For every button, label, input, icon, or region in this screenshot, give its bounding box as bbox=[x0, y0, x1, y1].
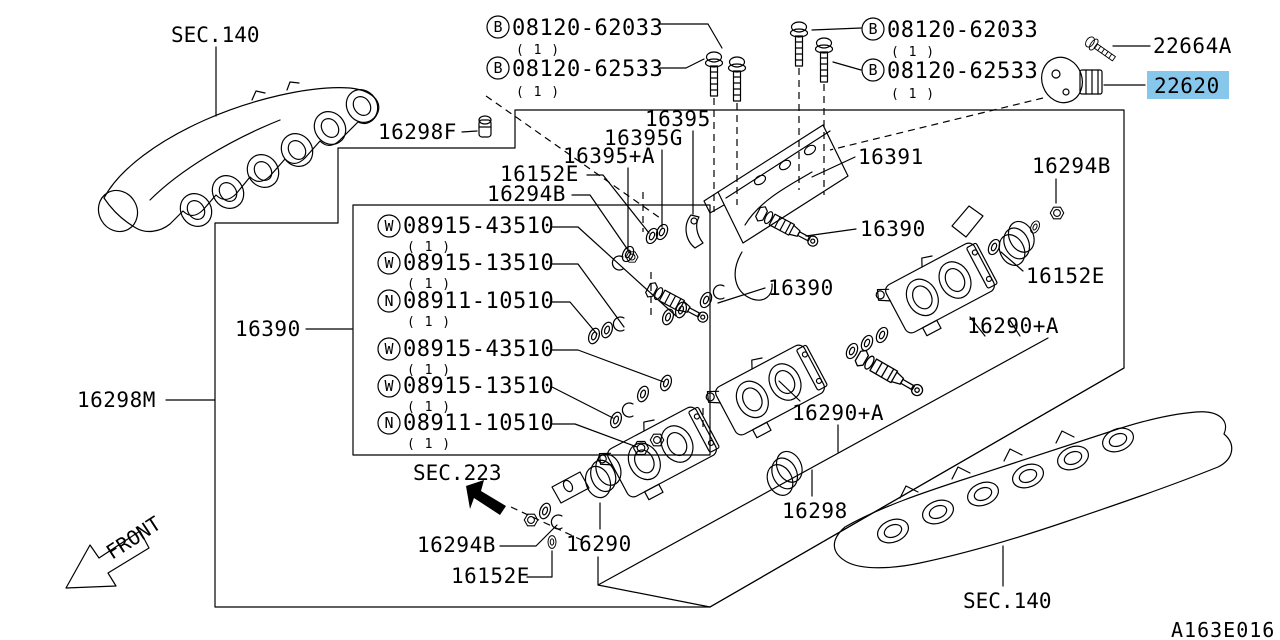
prefix-letter: W bbox=[384, 217, 394, 235]
tps-screw-drawing bbox=[1082, 34, 1119, 65]
prefix-letter: N bbox=[384, 414, 393, 432]
qty-label: ( 1 ) bbox=[516, 43, 560, 58]
part-label-16152E-top[interactable]: 16152E bbox=[500, 162, 579, 186]
section-ref-bottom-right[interactable]: SEC.140 bbox=[963, 589, 1052, 613]
part-label-bolt-right-1[interactable]: 08120-62033 bbox=[887, 18, 1038, 43]
part-label-16290A-mid[interactable]: 16290+A bbox=[792, 401, 884, 425]
qty-label: ( 1 ) bbox=[407, 400, 451, 415]
plug-16298F-drawing bbox=[478, 115, 492, 138]
b-prefix-circle bbox=[486, 15, 510, 39]
prefix-letter: B bbox=[868, 61, 877, 79]
prefix-letter: B bbox=[493, 18, 502, 36]
drawing-code: A163E016 bbox=[1171, 618, 1275, 640]
part-label-16290[interactable]: 16290 bbox=[566, 532, 632, 556]
part-label-16152E-bottom[interactable]: 16152E bbox=[451, 564, 530, 588]
front-arrow-icon bbox=[65, 530, 150, 589]
b-prefix-circle bbox=[861, 17, 885, 41]
mounting-bolt-drawings bbox=[704, 21, 834, 102]
lower-manifold-drawing bbox=[833, 411, 1233, 569]
part-label-16294B-bottom[interactable]: 16294B bbox=[417, 533, 496, 557]
part-label-bolt-right-2[interactable]: 08120-62533 bbox=[887, 59, 1038, 84]
highlight-box-22620 bbox=[1147, 71, 1229, 99]
prefix-letter: W bbox=[384, 377, 394, 395]
b-prefix-circle bbox=[486, 56, 510, 80]
dashed-alignment-lines bbox=[485, 68, 1044, 544]
part-label-hw-3[interactable]: 08911-10510 bbox=[403, 289, 554, 314]
part-label-16298[interactable]: 16298 bbox=[782, 499, 848, 523]
part-label-16395G[interactable]: 16395G bbox=[604, 126, 683, 150]
prefix-letter: B bbox=[868, 20, 877, 38]
prefix-letter: N bbox=[384, 292, 393, 310]
prefix-letter: W bbox=[384, 340, 394, 358]
washer-nut-clusters bbox=[585, 214, 891, 456]
hardware-list-box bbox=[352, 204, 711, 456]
part-label-16298F[interactable]: 16298F bbox=[378, 120, 457, 144]
part-label-16290A-right[interactable]: 16290+A bbox=[967, 314, 1059, 338]
part-label-hw-6[interactable]: 08911-10510 bbox=[403, 411, 554, 436]
part-label-16395[interactable]: 16395 bbox=[645, 107, 711, 131]
throttle-body-front-drawing bbox=[523, 395, 727, 549]
qty-label: ( 1 ) bbox=[407, 240, 451, 255]
qty-label: ( 1 ) bbox=[516, 85, 560, 100]
part-label-16390-rail2[interactable]: 16390 bbox=[768, 276, 834, 300]
qty-label: ( 1 ) bbox=[407, 437, 451, 452]
qty-label: ( 1 ) bbox=[407, 315, 451, 330]
intake-collector-drawing bbox=[97, 81, 380, 233]
fuel-tube-assembly-drawing bbox=[703, 124, 849, 301]
section-ref-middle[interactable]: SEC.223 bbox=[413, 461, 502, 485]
qty-label: ( 1 ) bbox=[891, 87, 935, 102]
part-label-16294B-top[interactable]: 16294B bbox=[487, 182, 566, 206]
part-label-16390-left[interactable]: 16390 bbox=[235, 317, 301, 341]
qty-label: ( 1 ) bbox=[891, 45, 935, 60]
b-prefix-circle bbox=[861, 58, 885, 82]
part-label-16298M[interactable]: 16298M bbox=[77, 388, 156, 412]
prefix-letter: W bbox=[384, 254, 394, 272]
leader-lines bbox=[165, 23, 1151, 587]
hardware-list: W 08915-43510 ( 1 ) W 08915-13510 ( 1 ) … bbox=[377, 214, 554, 452]
throttle-body-rear-drawing bbox=[869, 205, 1065, 349]
part-label-hw-1[interactable]: 08915-43510 bbox=[403, 214, 554, 239]
part-label-bolt-left-1[interactable]: 08120-62033 bbox=[512, 16, 663, 41]
qty-label: ( 1 ) bbox=[407, 363, 451, 378]
outer-assembly-box bbox=[214, 109, 1125, 608]
front-direction-label: FRONT bbox=[102, 511, 166, 564]
mounting-plane-lines bbox=[597, 337, 1125, 608]
part-label-hw-5[interactable]: 08915-13510 bbox=[403, 374, 554, 399]
part-label-16152E-right[interactable]: 16152E bbox=[1026, 264, 1105, 288]
part-label-16294B-right[interactable]: 16294B bbox=[1032, 154, 1111, 178]
part-label-22664A[interactable]: 22664A bbox=[1153, 34, 1232, 58]
part-label-hw-2[interactable]: 08915-13510 bbox=[403, 251, 554, 276]
sec223-arrow-icon bbox=[466, 480, 506, 515]
part-label-16395A[interactable]: 16395+A bbox=[563, 144, 655, 168]
part-label-hw-4[interactable]: 08915-43510 bbox=[403, 337, 554, 362]
part-label-16390-rail1[interactable]: 16390 bbox=[860, 217, 926, 241]
prefix-letter: B bbox=[493, 59, 502, 77]
throttle-position-sensor-drawing bbox=[1041, 56, 1103, 104]
part-label-16391[interactable]: 16391 bbox=[858, 145, 924, 169]
part-label-22620-highlighted[interactable]: 22620 bbox=[1154, 74, 1220, 98]
qty-label: ( 1 ) bbox=[407, 277, 451, 292]
part-label-bolt-left-2[interactable]: 08120-62533 bbox=[512, 57, 663, 82]
section-ref-top-left[interactable]: SEC.140 bbox=[171, 23, 260, 47]
